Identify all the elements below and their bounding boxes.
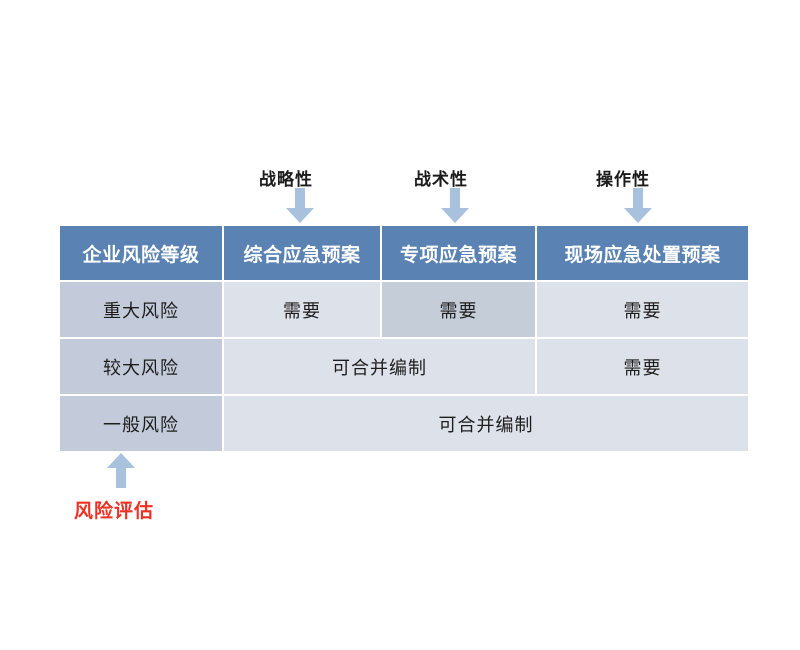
annotation-label-risk-assessment: 风险评估 [74, 500, 155, 522]
annotation-label-operational: 操作性 [596, 170, 650, 190]
arrow-down-tactical-icon [441, 188, 469, 223]
row-header-general-risk: 一般风险 [60, 396, 222, 451]
cell-relatively-major-merged: 可合并编制 [224, 339, 535, 394]
column-header-special-plan: 专项应急预案 [382, 226, 535, 280]
column-header-onsite-plan: 现场应急处置预案 [537, 226, 748, 280]
table-row: 重大风险 需要 需要 需要 [60, 282, 748, 337]
row-header-major-risk: 重大风险 [60, 282, 222, 337]
cell-major-comprehensive: 需要 [224, 282, 380, 337]
cell-general-merged: 可合并编制 [224, 396, 748, 451]
risk-plan-matrix-table: 企业风险等级 综合应急预案 专项应急预案 现场应急处置预案 重大风险 需要 需要… [58, 224, 750, 453]
arrow-down-strategic-icon [286, 188, 314, 223]
table-row: 较大风险 可合并编制 需要 [60, 339, 748, 394]
annotation-label-strategic: 战略性 [259, 170, 313, 190]
column-header-comprehensive-plan: 综合应急预案 [224, 226, 380, 280]
annotation-label-tactical: 战术性 [414, 170, 468, 190]
table-header-row: 企业风险等级 综合应急预案 专项应急预案 现场应急处置预案 [60, 226, 748, 280]
cell-major-special: 需要 [382, 282, 535, 337]
row-header-relatively-major-risk: 较大风险 [60, 339, 222, 394]
column-header-risk-level: 企业风险等级 [60, 226, 222, 280]
cell-relatively-major-onsite: 需要 [537, 339, 748, 394]
arrow-down-operational-icon [624, 188, 652, 223]
arrow-up-risk-assessment-icon [107, 453, 135, 488]
cell-major-onsite: 需要 [537, 282, 748, 337]
table-row: 一般风险 可合并编制 [60, 396, 748, 451]
